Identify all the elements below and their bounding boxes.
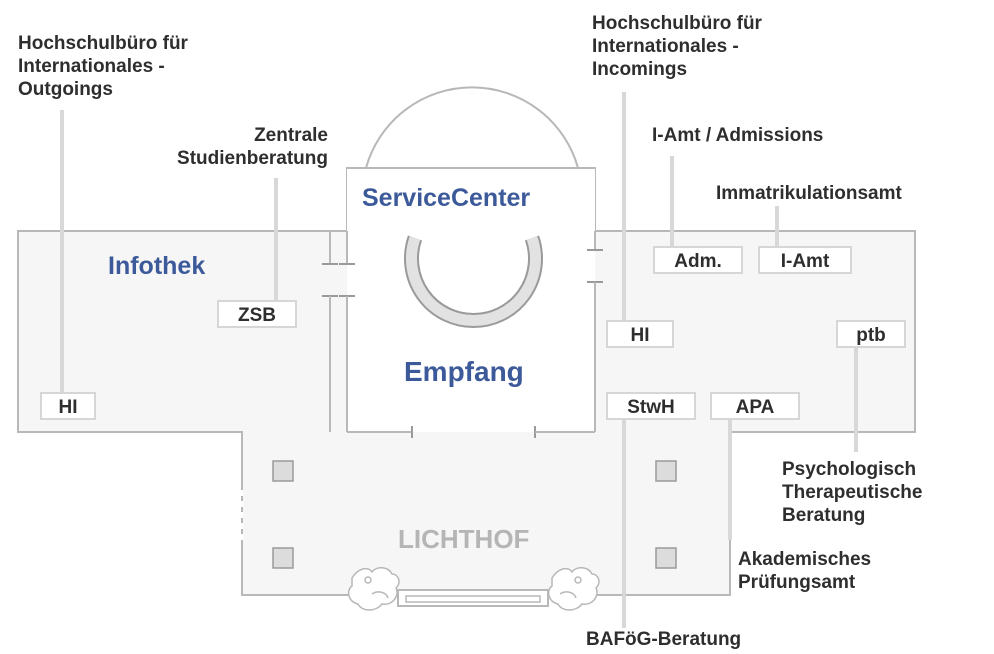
leader-lines bbox=[60, 92, 858, 628]
pillar bbox=[272, 547, 294, 569]
label-ptb: Psychologisch Therapeutische Beratung bbox=[782, 459, 923, 526]
pillar bbox=[272, 460, 294, 482]
room-servicecenter: ServiceCenter bbox=[362, 184, 531, 212]
label-bafoeg: BAFöG-Beratung bbox=[586, 629, 742, 650]
desk-stwh: StwH bbox=[606, 392, 696, 420]
lion-statue-icon bbox=[347, 567, 400, 611]
entrance-step bbox=[397, 589, 549, 607]
label-apa: Akademisches Prüfungsamt bbox=[738, 549, 872, 593]
room-infothek: Infothek bbox=[108, 252, 206, 280]
label-outgoings: Hochschulbüro für Internationales - Outg… bbox=[18, 33, 188, 100]
rotunda-arc bbox=[365, 86, 579, 169]
room-lichthof: LICHTHOF bbox=[398, 524, 530, 554]
desk-zsb: ZSB bbox=[217, 300, 297, 328]
desk-apa: APA bbox=[710, 392, 800, 420]
room-empfang: Empfang bbox=[404, 356, 524, 387]
label-immatrikulationsamt: Immatrikulationsamt bbox=[716, 183, 902, 204]
pillar bbox=[655, 460, 677, 482]
desk-hi-outgoings: HI bbox=[40, 392, 96, 420]
lion-statue-icon bbox=[547, 567, 600, 611]
desk-adm: Adm. bbox=[653, 246, 743, 274]
label-zsb: Zentrale Studienberatung bbox=[177, 125, 328, 169]
desk-iamt: I-Amt bbox=[758, 246, 852, 274]
desk-hi-incomings: HI bbox=[606, 320, 674, 348]
desk-ptb: ptb bbox=[836, 320, 906, 348]
pillar bbox=[655, 547, 677, 569]
reception-ring bbox=[406, 236, 541, 326]
label-admissions: I-Amt / Admissions bbox=[652, 125, 824, 146]
label-incomings: Hochschulbüro für Internationales - Inco… bbox=[592, 13, 762, 80]
servicecenter-room bbox=[347, 168, 595, 432]
